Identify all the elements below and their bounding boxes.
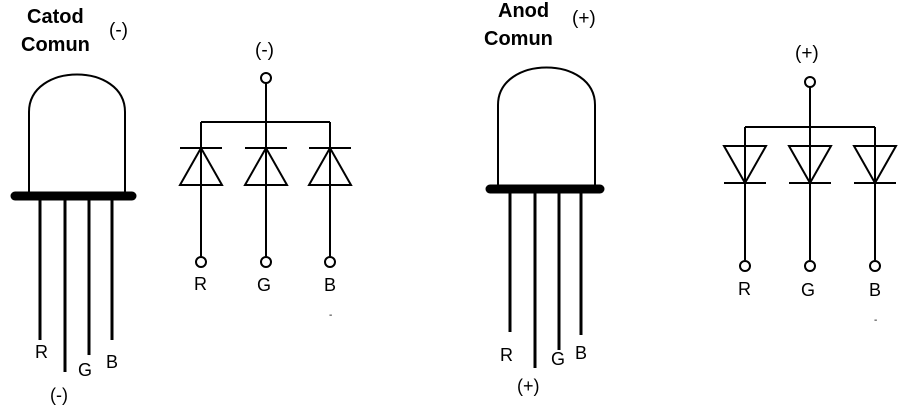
anode-title-polarity: (+) [572,8,596,29]
anode-terminal-g [804,260,816,272]
anode-schematic-label-g: G [801,280,815,300]
cathode-schematic-label-b: B [324,275,336,295]
cathode-pin-label-g: G [78,360,92,380]
cathode-schematic-label-g: G [257,275,271,295]
anode-terminal-b [869,260,881,272]
anode-schematic-label-r: R [738,279,751,299]
cathode-terminal-b [324,256,336,268]
anode-title-line1: Anod [498,0,549,22]
anode-terminal-r [739,260,751,272]
cathode-schematic-label-r: R [194,274,207,294]
anode-led-body: R (+) G B [485,66,605,396]
anode-pin-label-r: R [500,345,513,365]
cathode-diode-b [307,122,353,257]
anode-common-terminal [804,76,816,88]
anode-diode-r [722,127,768,260]
anode-diode-g [787,127,833,260]
anode-pin-label-g: G [551,349,565,369]
cathode-diode-g [243,122,289,257]
anode-schematic: (+) R G B [722,43,898,326]
cathode-terminal-r [195,256,207,268]
cathode-title-line1: Catod [27,6,84,28]
cathode-schematic-common-label: (-) [255,40,274,61]
anode-pin-label-common: (+) [517,376,540,396]
cathode-schematic-mark: - [329,310,332,321]
anode-schematic-common-label: (+) [795,43,819,64]
cathode-led-body: R (-) G B [10,73,137,405]
common-anode-section: Anod Comun (+) R (+) G B (+) [484,0,898,396]
cathode-terminal-g [260,256,272,268]
cathode-pin-label-b: B [106,352,118,372]
anode-title-line2: Comun [484,28,553,50]
anode-led-dome [497,66,596,187]
anode-schematic-mark: - [874,315,877,326]
anode-pin-label-b: B [575,343,587,363]
cathode-title-polarity: (-) [109,20,128,41]
anode-diode-b [852,127,898,260]
cathode-common-terminal [260,72,272,84]
anode-schematic-label-b: B [869,280,881,300]
cathode-led-dome [28,73,126,195]
cathode-pin-label-r: R [35,342,48,362]
cathode-title-line2: Comun [21,34,90,56]
cathode-diode-r [178,122,224,260]
cathode-pin-label-common: (-) [50,385,68,405]
cathode-schematic: (-) R G B [178,40,353,321]
common-cathode-section: Catod Comun (-) R (-) G B (-) [10,6,353,405]
